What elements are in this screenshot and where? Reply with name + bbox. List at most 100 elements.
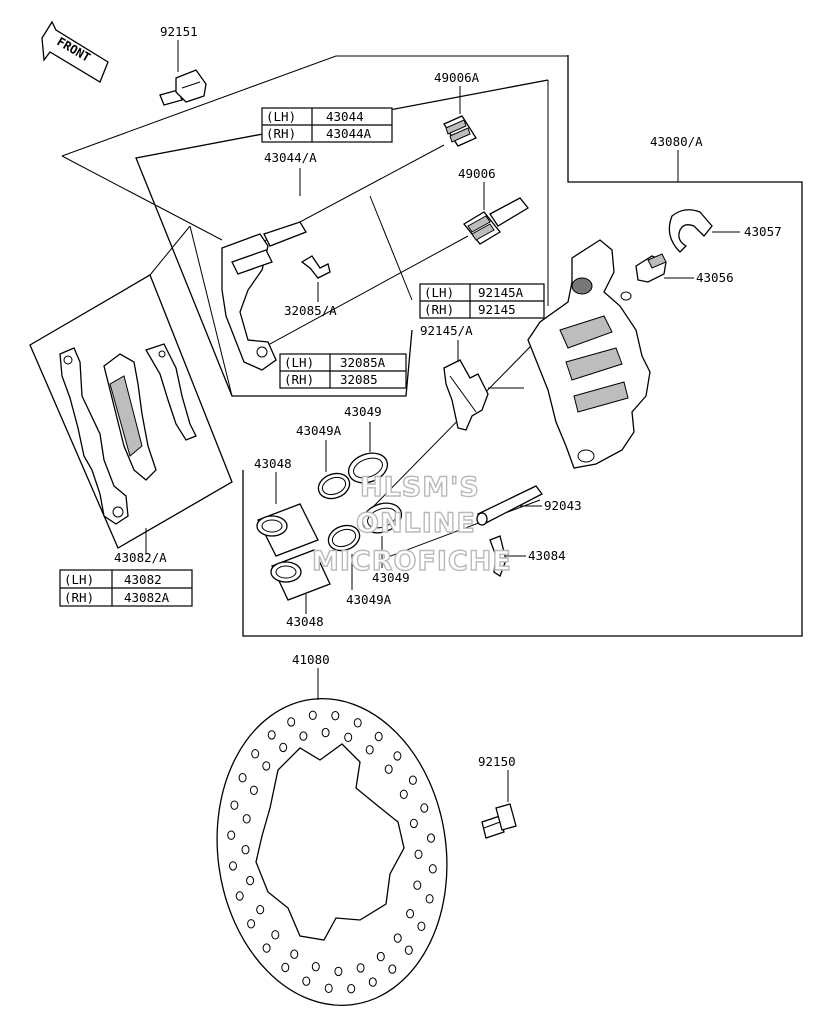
- disc-hole: [376, 951, 385, 962]
- disc-hole: [251, 749, 260, 759]
- bleeder-43056: [635, 253, 667, 283]
- callout-43049A-bot: 43049A: [346, 592, 392, 607]
- disc-holes: [227, 710, 437, 994]
- table-32085-part-1: 32085: [340, 372, 378, 387]
- clip-43084: [489, 535, 507, 577]
- table-43082: (LH) 43082 (RH) 43082A: [59, 569, 193, 607]
- cap-43057: [668, 209, 713, 253]
- table-43044-side-0: (LH): [266, 109, 296, 124]
- disc-hole: [413, 880, 422, 890]
- disc-hole: [353, 718, 362, 728]
- table-43044-side-1: (RH): [266, 126, 296, 141]
- disc-hole: [368, 977, 377, 987]
- disc-hole: [393, 751, 402, 761]
- disc-hole: [427, 833, 435, 843]
- disc-hole: [299, 731, 308, 741]
- callout-92150: 92150: [478, 754, 516, 769]
- disc-hole: [308, 710, 317, 720]
- disc-hole: [246, 875, 255, 886]
- table-43082-side-0: (LH): [64, 572, 94, 587]
- callout-92145A: 92145/A: [420, 323, 473, 338]
- disc-hole: [409, 818, 418, 829]
- disc-hole: [235, 891, 244, 901]
- callout-43048-bot: 43048: [286, 614, 324, 629]
- disc-hole: [247, 919, 256, 929]
- brake-pad-left: [103, 353, 157, 481]
- disc-hole: [311, 962, 320, 972]
- disc-hole: [408, 775, 417, 785]
- table-32085-part-0: 32085A: [340, 355, 386, 370]
- callout-43080A: 43080/A: [650, 134, 703, 149]
- table-32085-side-1: (RH): [284, 372, 314, 387]
- piston-43048-bottom: [270, 549, 331, 601]
- boot-49006A: [443, 115, 477, 147]
- table-92145-side-0: (LH): [424, 285, 454, 300]
- disc-hole: [242, 814, 251, 824]
- disc-hole: [287, 717, 296, 727]
- spring-92145: [443, 359, 489, 431]
- seal-43049A-top: [317, 472, 351, 500]
- callout-49006A: 49006A: [434, 70, 480, 85]
- table-92145: (LH) 92145A (RH) 92145: [419, 283, 545, 319]
- disc-hole: [279, 742, 288, 753]
- disc-hole: [331, 711, 340, 721]
- disc-hole: [256, 905, 265, 915]
- bolt-92151: [159, 69, 207, 106]
- front-arrow-badge: FRONT: [41, 20, 109, 83]
- table-43082-part-1: 43082A: [124, 590, 170, 605]
- clip-32085: [300, 255, 331, 279]
- bracket-43044: [221, 221, 307, 371]
- disc-hole: [393, 933, 402, 943]
- disc-hole: [344, 732, 353, 742]
- callout-43044A: 43044/A: [264, 150, 317, 165]
- disc-hole: [420, 803, 429, 813]
- disc-hole: [267, 730, 276, 740]
- seal-43049-bottom: [361, 502, 403, 534]
- disc-hole: [365, 745, 374, 755]
- disc-hole: [230, 800, 239, 810]
- table-43044: (LH) 43044 (RH) 43044A: [261, 107, 393, 143]
- disc-hole: [321, 727, 330, 738]
- disc-hole: [347, 984, 356, 994]
- disc-hole: [302, 976, 311, 986]
- brake-disc-41080: [216, 698, 448, 1006]
- callout-43049A-top: 43049A: [296, 423, 342, 438]
- callout-43049-bot: 43049: [372, 570, 410, 585]
- callout-49006: 49006: [458, 166, 496, 181]
- pin-92043: [476, 485, 543, 526]
- boot-49006: [463, 197, 529, 245]
- callout-43056: 43056: [696, 270, 734, 285]
- disc-hole: [334, 966, 343, 977]
- callout-43057: 43057: [744, 224, 782, 239]
- piston-43048-top: [256, 503, 319, 557]
- disc-hole: [324, 983, 333, 993]
- disc-hole: [356, 963, 365, 973]
- disc-hole: [271, 930, 280, 940]
- table-32085: (LH) 32085A (RH) 32085: [279, 353, 407, 389]
- disc-hole: [414, 849, 423, 859]
- disc-hole: [374, 731, 383, 742]
- disc-hole: [290, 949, 299, 959]
- callout-92043: 92043: [544, 498, 582, 513]
- disc-hole: [229, 861, 237, 871]
- table-92145-part-1: 92145: [478, 302, 516, 317]
- disc-hole: [238, 773, 247, 783]
- callout-41080: 41080: [292, 652, 330, 667]
- disc-hole: [384, 764, 393, 774]
- watermark-line-2: ONLINE: [356, 508, 476, 539]
- disc-hole: [428, 864, 437, 874]
- disc-hole: [388, 964, 397, 974]
- disc-hole: [262, 761, 271, 771]
- watermark-line-3: MICROFICHE: [312, 546, 512, 577]
- table-43044-part-0: 43044: [326, 109, 364, 124]
- disc-hole: [262, 943, 271, 953]
- table-43082-part-0: 43082: [124, 572, 162, 587]
- pad-backing-plate: [59, 347, 129, 525]
- disc-hole: [227, 830, 236, 840]
- disc-hole: [406, 909, 415, 919]
- callout-43084: 43084: [528, 548, 566, 563]
- seal-43049-top: [347, 452, 389, 484]
- table-43082-side-1: (RH): [64, 590, 94, 605]
- brake-pad-right: [145, 343, 197, 441]
